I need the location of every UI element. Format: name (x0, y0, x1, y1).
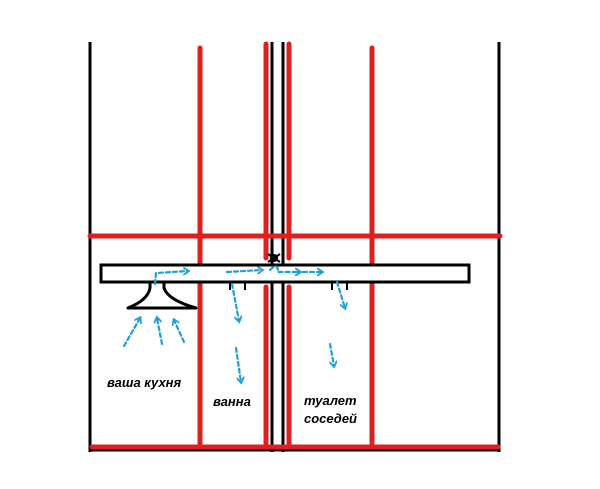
airflow-arrow-icon (225, 270, 262, 272)
duct (99, 263, 471, 290)
airflow-arrow-icon (268, 265, 300, 272)
airflow-arrow-icon (335, 280, 345, 308)
airflow-arrow-icon (157, 318, 164, 346)
airflow-arrow-icon (234, 346, 241, 382)
exhaust-fan-icon (267, 253, 281, 263)
airflow-arrows (122, 265, 345, 382)
duct-gap-1 (196, 264, 204, 283)
airflow-arrow-icon (122, 318, 140, 348)
bath-label: ванна (213, 394, 251, 409)
kitchen-label: ваша кухня (107, 375, 182, 390)
kitchen-hood-icon (126, 282, 198, 310)
outer-walls (88, 42, 501, 452)
airflow-arrow-icon (174, 320, 186, 344)
neighbor-toilet-label-line2: соседей (304, 411, 357, 426)
neighbor-toilet-label-line1: туалет (304, 393, 357, 408)
airflow-arrow-icon (328, 342, 334, 366)
airflow-arrow-icon (153, 271, 188, 286)
red-walls (87, 41, 503, 450)
airflow-arrow-icon (230, 282, 239, 321)
duct-gap-2 (368, 264, 376, 283)
